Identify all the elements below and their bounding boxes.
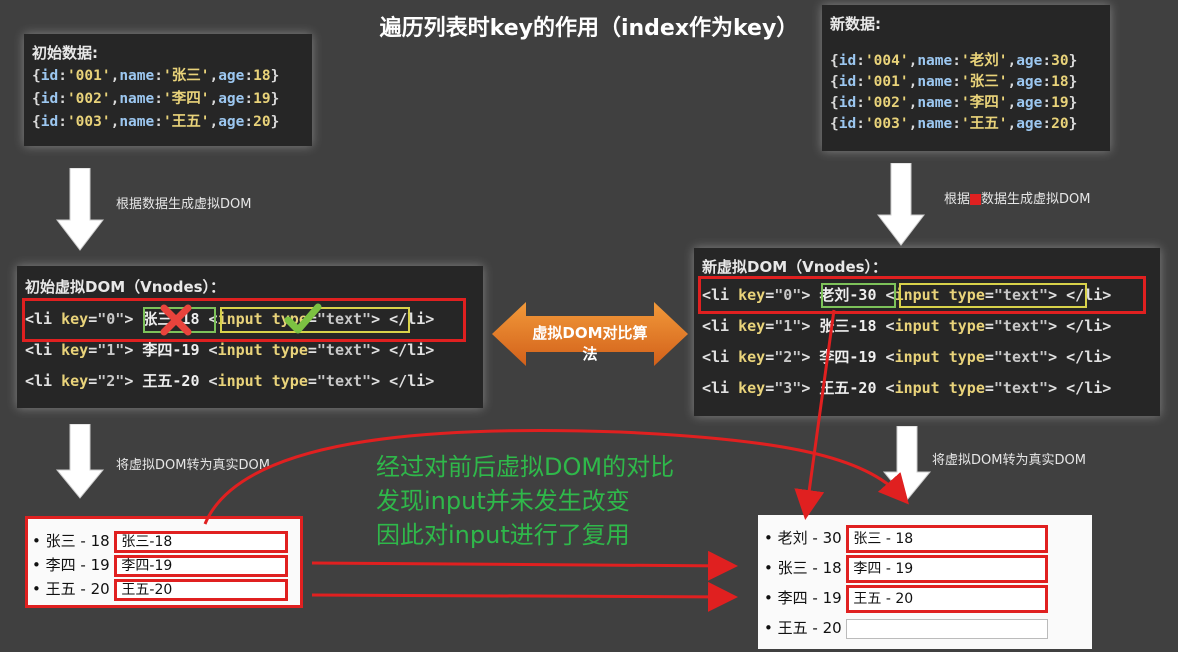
caption-gen-new: 根据数据生成虚拟DOM bbox=[944, 188, 1090, 207]
arrow-down-icon bbox=[55, 424, 105, 499]
new-data-panel: 新数据: {id:'004',name:'老刘',age:30} {id:'001… bbox=[822, 5, 1110, 151]
initial-data-panel: 初始数据: {id:'001',name:'张三',age:18}{id:'00… bbox=[24, 34, 312, 146]
reuse-arrow bbox=[311, 550, 738, 581]
list-item-label: • 老刘 - 30 bbox=[764, 529, 847, 547]
reuse-arrow bbox=[311, 581, 738, 612]
reuse-curve-arrow bbox=[203, 428, 909, 525]
new-marker-icon bbox=[970, 194, 982, 205]
vnode-line: <li key="2"> 王五-20 <input type="text"> <… bbox=[25, 372, 435, 390]
vnode-line: <li key="2"> 李四-19 <input type="text"> <… bbox=[702, 348, 1112, 366]
new-vdom-heading: 新虚拟DOM（Vnodes）： bbox=[702, 258, 888, 276]
list-item-label: • 李四 - 19 bbox=[32, 556, 115, 574]
text-input[interactable]: 张三-18 bbox=[114, 530, 289, 553]
text-input[interactable]: 李四 - 19 bbox=[846, 554, 1049, 583]
caption-gen-new-pre: 根据 bbox=[944, 192, 971, 207]
text-input[interactable]: 张三 - 18 bbox=[846, 524, 1049, 553]
caption-to-real-right: 将虚拟DOM转为真实DOM bbox=[932, 453, 1086, 468]
highlight-box bbox=[22, 298, 466, 342]
compare-label: 虚拟DOM对比算法 bbox=[532, 324, 648, 363]
text-input[interactable] bbox=[846, 618, 1049, 639]
data-line: {id:'002',name:'李四',age:19} bbox=[830, 95, 1078, 111]
text-input[interactable]: 李四-19 bbox=[114, 554, 289, 577]
new-item-arrow bbox=[794, 309, 836, 520]
data-line: {id:'002',name:'李四',age:19} bbox=[32, 91, 280, 107]
note-line: 经过对前后虚拟DOM的对比 bbox=[376, 453, 675, 481]
arrow-down-icon bbox=[55, 168, 105, 251]
note-line: 发现input并未发生改变 bbox=[376, 487, 630, 515]
check-icon bbox=[284, 303, 322, 334]
input-highlight-box bbox=[899, 283, 1087, 308]
new-data-heading: 新数据: bbox=[830, 15, 881, 33]
vnode-line: <li key="1"> 张三-18 <input type="text"> <… bbox=[702, 317, 1112, 335]
new-vdom-lines: <li key="0"> 老刘-30 <input type="text"> <… bbox=[702, 280, 1111, 404]
real-dom-right-list: • 老刘 - 30 张三 - 18• 张三 - 18 李四 - 19• 李四 -… bbox=[764, 523, 1049, 643]
text-highlight-box bbox=[143, 307, 216, 333]
initial-vdom-heading: 初始虚拟DOM（Vnodes）： bbox=[25, 278, 226, 296]
caption-to-real-left: 将虚拟DOM转为真实DOM bbox=[116, 458, 270, 473]
data-line: {id:'001',name:'张三',age:18} bbox=[830, 74, 1078, 90]
list-item: • 李四 - 19 王五 - 20 bbox=[764, 583, 1049, 613]
list-item: • 张三 - 18 李四 - 19 bbox=[764, 553, 1049, 583]
initial-data-lines: {id:'001',name:'张三',age:18} {id:'002',nam… bbox=[32, 65, 279, 134]
vnode-line: <li key="0"> 老刘-30 <input type="text"> <… bbox=[702, 286, 1112, 304]
list-item: • 王五 - 20 bbox=[764, 613, 1049, 643]
data-line: {id:'001',name:'张三',age:18} bbox=[32, 68, 280, 84]
list-item-label: • 王五 - 20 bbox=[764, 619, 847, 637]
text-highlight-box bbox=[821, 283, 896, 308]
data-line: {id:'003',name:'王五',age:20} bbox=[32, 114, 280, 130]
list-item: • 王五 - 20 王五-20 bbox=[32, 577, 289, 601]
caption-gen-new-post: 数据生成虚拟DOM bbox=[981, 192, 1091, 207]
real-dom-left: • 张三 - 18 张三-18• 李四 - 19 李四-19• 王五 - 20 … bbox=[25, 516, 303, 608]
list-item-label: • 张三 - 18 bbox=[32, 532, 115, 550]
note-line: 因此对input进行了复用 bbox=[376, 521, 630, 549]
note-text: 经过对前后虚拟DOM的对比 发现input并未发生改变 因此对input进行了复… bbox=[376, 450, 674, 552]
data-line: {id:'003',name:'王五',age:20} bbox=[830, 116, 1078, 132]
list-item: • 李四 - 19 李四-19 bbox=[32, 553, 289, 577]
new-data-lines: {id:'004',name:'老刘',age:30} {id:'001',nam… bbox=[830, 51, 1077, 135]
vnode-line: <li key="3"> 王五-20 <input type="text"> <… bbox=[702, 379, 1112, 397]
real-dom-right: • 老刘 - 30 张三 - 18• 张三 - 18 李四 - 19• 李四 -… bbox=[758, 515, 1092, 649]
text-input[interactable]: 王五 - 20 bbox=[846, 584, 1049, 613]
highlight-box bbox=[698, 276, 1146, 314]
text-input[interactable]: 王五-20 bbox=[114, 578, 289, 601]
cross-icon bbox=[160, 304, 192, 336]
real-dom-left-list: • 张三 - 18 张三-18• 李四 - 19 李四-19• 王五 - 20 … bbox=[32, 529, 289, 601]
caption-gen-initial: 根据数据生成虚拟DOM bbox=[116, 197, 252, 212]
list-item-label: • 张三 - 18 bbox=[764, 559, 847, 577]
compare-arrow-icon bbox=[492, 302, 688, 366]
initial-data-heading: 初始数据: bbox=[32, 44, 98, 62]
list-item-label: • 王五 - 20 bbox=[32, 580, 115, 598]
list-item-label: • 李四 - 19 bbox=[764, 589, 847, 607]
data-line: {id:'004',name:'老刘',age:30} bbox=[830, 53, 1078, 69]
list-item: • 老刘 - 30 张三 - 18 bbox=[764, 523, 1049, 553]
vnode-line: <li key="1"> 李四-19 <input type="text"> <… bbox=[25, 341, 435, 359]
list-item: • 张三 - 18 张三-18 bbox=[32, 529, 289, 553]
page-title: 遍历列表时key的作用（index作为key） bbox=[379, 16, 799, 41]
arrow-down-icon bbox=[876, 163, 926, 246]
